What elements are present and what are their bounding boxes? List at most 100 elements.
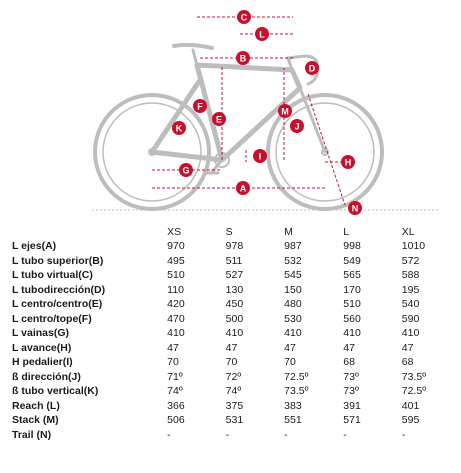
table-cell: 540 [401, 298, 420, 311]
table-cell: 450 [225, 298, 244, 311]
table-cell: 590 [401, 312, 420, 325]
table-cell: 572 [401, 254, 420, 267]
table-cell: 532 [284, 254, 302, 267]
row-label: L ejes(A) [12, 240, 57, 253]
row-label: Stack (M) [12, 414, 59, 427]
size-header-l: L [343, 226, 350, 238]
table-cell: 410 [225, 327, 244, 340]
table-cell: 375 [225, 399, 244, 412]
table-cell: 530 [284, 312, 302, 325]
label-M: M [278, 104, 292, 118]
table-row: Trail (N) - - - - - [12, 428, 461, 443]
table-cell: 420 [167, 298, 185, 311]
row-label: L vainas(G) [12, 327, 69, 340]
table-cell: 410 [167, 327, 185, 340]
table-cell: 970 [167, 240, 185, 253]
label-N: N [348, 201, 362, 215]
svg-text:E: E [216, 115, 222, 125]
table-cell: 588 [401, 269, 420, 282]
table-cell: - [401, 428, 406, 441]
header-corner [12, 225, 167, 239]
svg-text:F: F [197, 102, 203, 112]
table-cell: 366 [167, 399, 185, 412]
table-row: L centro/tope(F) 470 500 530 560 590 [12, 312, 461, 327]
svg-text:C: C [241, 13, 248, 23]
table-cell: 470 [167, 312, 185, 325]
size-header-xl: XL [401, 226, 415, 238]
table-cell: 47 [225, 341, 238, 354]
table-cell: 998 [343, 240, 361, 253]
table-cell: - [225, 428, 230, 441]
svg-text:H: H [345, 158, 352, 168]
table-cell: 170 [343, 283, 361, 296]
size-header-s: S [225, 226, 233, 238]
svg-text:K: K [176, 124, 183, 134]
table-cell: 410 [401, 327, 420, 340]
table-cell: 391 [343, 399, 361, 412]
label-L: L [255, 27, 269, 41]
label-I: I [253, 149, 267, 163]
row-label: L centro/centro(E) [12, 298, 103, 311]
table-cell: 47 [167, 341, 179, 354]
table-cell: 383 [284, 399, 302, 412]
table-cell: 510 [343, 298, 361, 311]
table-cell: 511 [225, 254, 243, 267]
table-cell: 545 [284, 269, 302, 282]
size-header-xs: XS [167, 226, 182, 238]
table-cell: - [167, 428, 171, 441]
table-cell: 70 [167, 356, 179, 369]
table-cell: 987 [284, 240, 302, 253]
table-cell: 506 [167, 414, 185, 427]
table-cell: 560 [343, 312, 361, 325]
table-cell: 47 [343, 341, 355, 354]
table-cell: 410 [343, 327, 361, 340]
table-cell: - [284, 428, 288, 441]
table-cell: - [343, 428, 347, 441]
label-G: G [179, 163, 193, 177]
row-label: L tubo superior(B) [12, 254, 104, 267]
row-label: L centro/tope(F) [12, 312, 92, 325]
table-cell: 74º [225, 385, 242, 398]
row-label: L tubo virtual(C) [12, 269, 93, 282]
row-label: Trail (N) [12, 428, 52, 441]
table-cell: 1010 [401, 240, 426, 253]
table-cell: 74º [167, 385, 183, 398]
table-cell: 571 [343, 414, 361, 427]
table-row: L vainas(G) 410 410 410 410 410 [12, 326, 461, 341]
table-cell: 70 [225, 356, 238, 369]
table-cell: 72º [225, 370, 242, 383]
table-cell: 527 [225, 269, 244, 282]
table-cell: 72.5º [401, 385, 427, 398]
table-cell: 110 [167, 283, 184, 296]
svg-text:G: G [182, 166, 189, 176]
table-cell: 72.5º [284, 370, 309, 383]
table-cell: 410 [284, 327, 302, 340]
svg-text:M: M [281, 107, 289, 117]
table-cell: 47 [401, 341, 414, 354]
table-cell: 500 [225, 312, 244, 325]
table-cell: 595 [401, 414, 420, 427]
table-cell: 401 [401, 399, 420, 412]
label-B: B [236, 51, 250, 65]
bike-geometry-diagram: A B C D E F G H I J K L M N [92, 10, 438, 215]
bike-frame [149, 42, 327, 175]
label-A: A [236, 181, 250, 195]
table-cell: 551 [284, 414, 302, 427]
row-label: Reach (L) [12, 399, 60, 412]
label-H: H [341, 155, 355, 169]
label-E: E [212, 112, 226, 126]
table-cell: 73.5º [284, 385, 309, 398]
row-label: ß tubo vertical(K) [12, 385, 99, 398]
table-cell: 150 [284, 283, 302, 296]
